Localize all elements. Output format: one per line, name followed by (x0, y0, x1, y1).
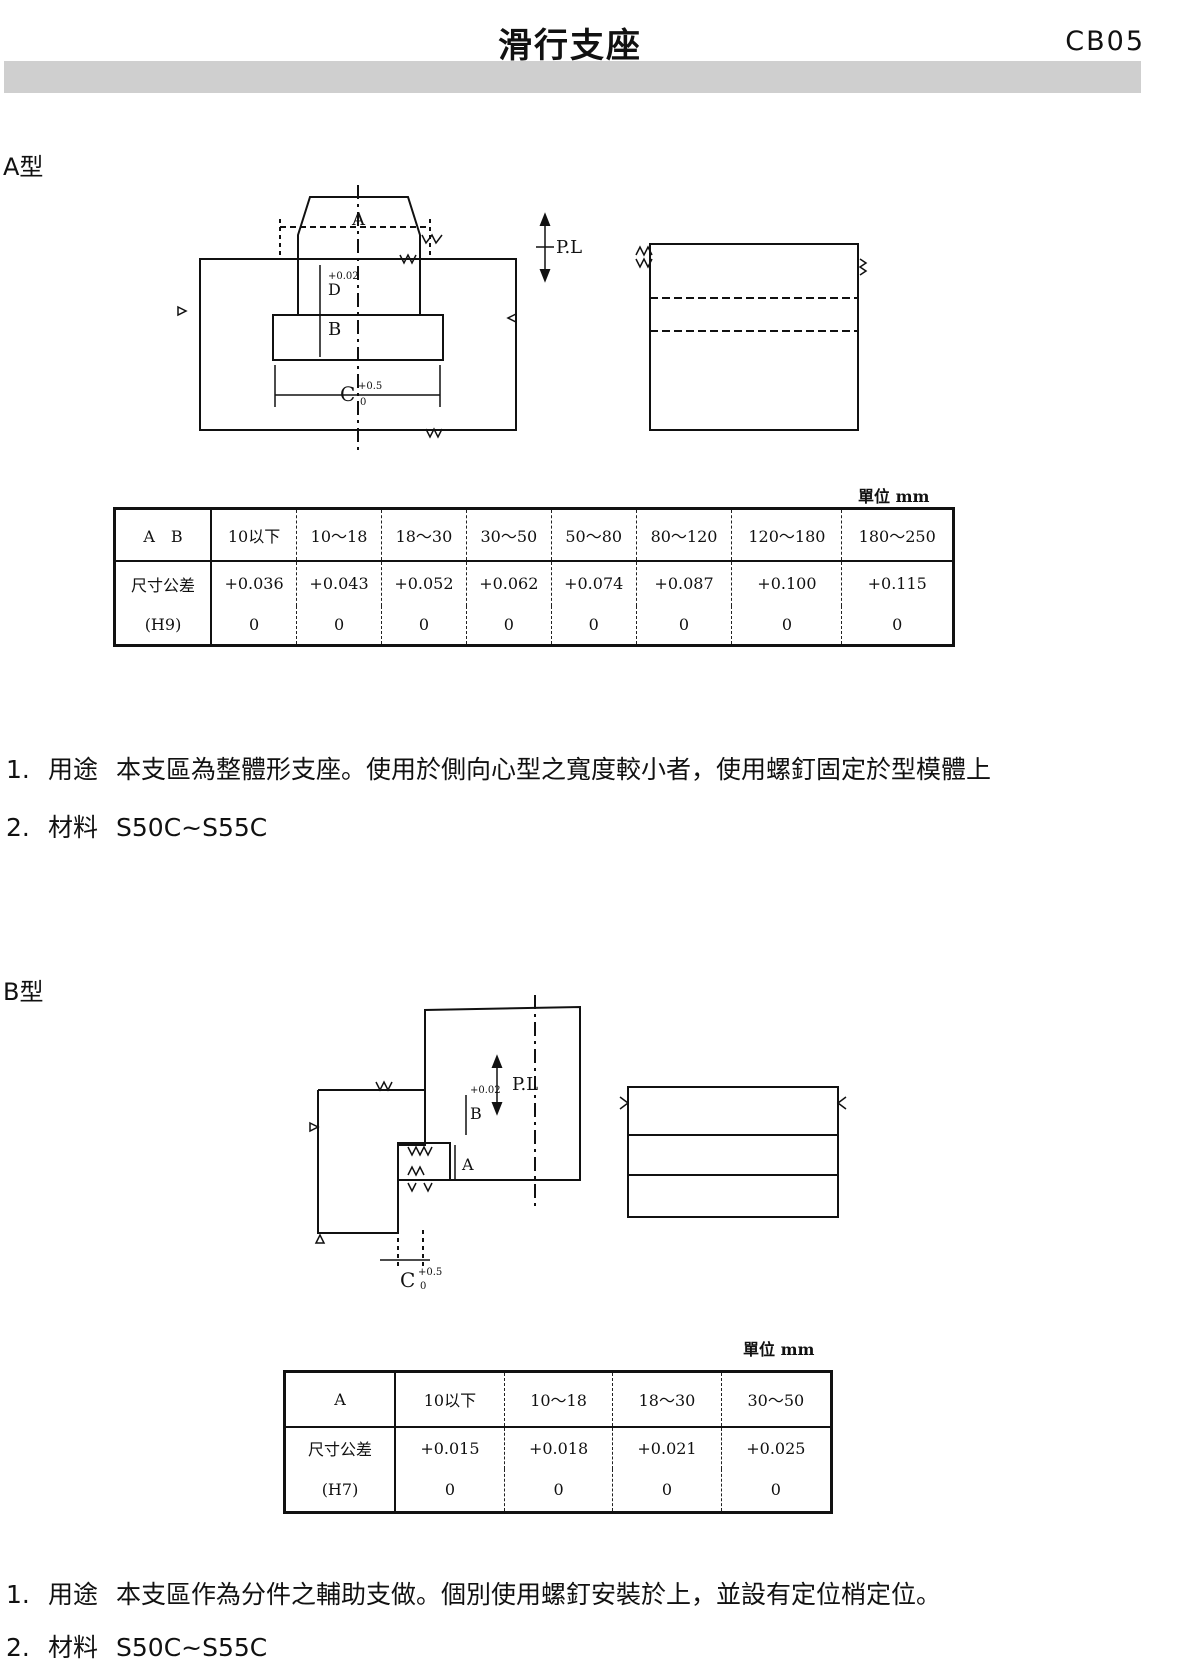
table-a-cell: 0 (380, 605, 467, 646)
table-a-header-cell: A B (114, 508, 211, 562)
dim-c-label: C (340, 382, 355, 406)
table-a-cell: +0.043 (296, 560, 382, 606)
catalog-code: CB05 (1065, 26, 1145, 57)
table-b-cell: 0 (612, 1468, 722, 1513)
table-b-cell: +0.015 (393, 1426, 505, 1469)
unit-label-b: 單位 mm (743, 1340, 815, 1359)
table-a-header-cell: 10～18 (296, 508, 382, 562)
table-b-cell: 0 (503, 1468, 613, 1513)
table-a-cell: +0.074 (550, 560, 637, 606)
table-a-header-cell: 10以下 (210, 508, 297, 562)
table-a-cell: +0.100 (731, 560, 842, 606)
dim-c-tol-lower-b: 0 (420, 1281, 426, 1292)
table-a-header-cell: 120～180 (731, 508, 842, 562)
table-a-header-cell: 180～250 (841, 508, 954, 562)
dim-c-tol-lower: 0 (360, 397, 366, 408)
table-b-header-cell: 18～30 (612, 1371, 722, 1428)
dim-a-label-b: A (461, 1155, 474, 1174)
dim-c-tol-upper: +0.5 (358, 381, 382, 392)
table-a-header-cell: 50～80 (550, 508, 637, 562)
dim-d-tolerance: +0.02 (328, 271, 359, 282)
dim-d-label: D (328, 280, 341, 299)
table-a-header-cell: 18～30 (380, 508, 467, 562)
table-a-cell: +0.087 (635, 560, 732, 606)
table-a-cell: 0 (210, 605, 297, 646)
parting-line-label: P.L (556, 237, 582, 258)
table-a-cell: 0 (296, 605, 382, 646)
dim-b-tolerance-b: +0.02 (470, 1085, 501, 1096)
dim-a-label: A (351, 209, 366, 230)
table-b-cell: +0.018 (503, 1426, 613, 1469)
table-b-cell: 0 (393, 1468, 505, 1513)
section-a-drawing: A B D +0.02 C +0.5 0 P.L (177, 185, 868, 450)
table-a-cell: +0.052 (380, 560, 467, 606)
unit-label-a: 單位 mm (858, 487, 930, 506)
note-usage-b: 1.用途本支區作為分件之輔助支做。個別使用螺釘安裝於上，並設有定位梢定位。 (6, 1580, 942, 1609)
section-a-label: A型 (3, 153, 44, 181)
section-b-drawing: B +0.02 A C +0.5 0 P.L (309, 995, 847, 1292)
dim-b-label-b: B (470, 1104, 482, 1123)
note-usage-a: 1.用途本支區為整體形支座。使用於側向心型之寬度較小者，使用螺釘固定於型模體上 (6, 755, 992, 784)
table-b-cell: +0.025 (720, 1426, 832, 1469)
table-b-header-cell: A (284, 1371, 395, 1428)
table-a-row-label: (H9) (144, 615, 182, 635)
table-a-cell: 0 (635, 605, 732, 646)
table-b-cell: +0.021 (612, 1426, 722, 1469)
tolerance-table-a: A B 10以下 10～18 18～30 30～50 50～80 80～120 … (113, 507, 955, 647)
table-b-cell: 0 (720, 1468, 832, 1513)
table-a-cell: 0 (465, 605, 552, 646)
parting-line-label-b: P.L (512, 1074, 538, 1095)
tolerance-table-b: A 10以下 10～18 18～30 30～50 尺寸公差 +0.015 +0.… (283, 1370, 833, 1514)
table-a-header-cell: 30～50 (465, 508, 552, 562)
table-a-cell: 0 (841, 605, 954, 646)
table-b-row-label: 尺寸公差 (307, 1440, 372, 1459)
section-b-label: B型 (3, 978, 44, 1006)
table-b-header-cell: 10以下 (393, 1371, 505, 1428)
table-a-header-cell: 80～120 (635, 508, 732, 562)
dim-c-label-b: C (400, 1268, 415, 1292)
header-bar (4, 61, 1141, 93)
table-a-cell: +0.062 (465, 560, 552, 606)
table-b-header-cell: 10～18 (503, 1371, 613, 1428)
table-b-header-cell: 30～50 (720, 1371, 832, 1428)
table-a-row-label: 尺寸公差 (130, 575, 195, 595)
table-a-cell: 0 (731, 605, 842, 646)
dim-c-tol-upper-b: +0.5 (418, 1267, 442, 1278)
table-a-cell: 0 (550, 605, 637, 646)
table-a-cell: +0.036 (210, 560, 297, 606)
dim-b-label: B (328, 319, 341, 340)
table-a-cell: +0.115 (841, 560, 954, 606)
page-title: 滑行支座 (498, 26, 642, 66)
table-b-row-label: (H7) (321, 1480, 359, 1500)
